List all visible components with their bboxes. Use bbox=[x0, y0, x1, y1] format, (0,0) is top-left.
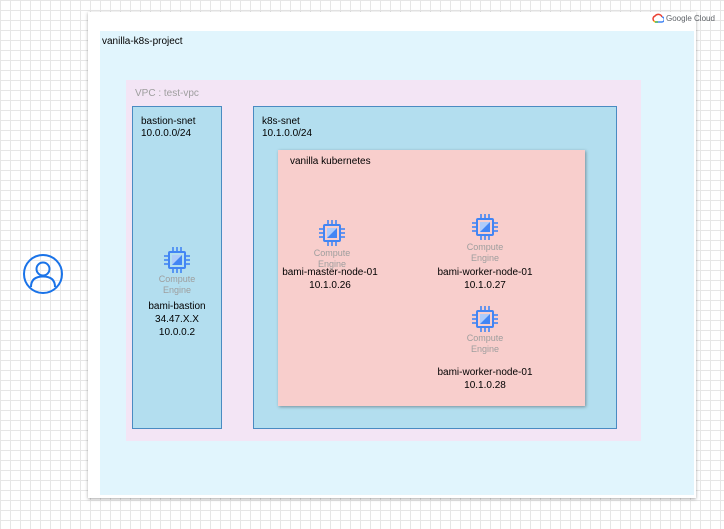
node-ip: 10.1.0.28 bbox=[464, 380, 506, 391]
compute-engine-label-line1: Compute bbox=[158, 274, 196, 284]
node-ip: 10.0.0.2 bbox=[158, 327, 196, 338]
compute-engine-label-line2: Engine bbox=[470, 344, 500, 354]
node-name: bami-worker-node-01 bbox=[437, 267, 533, 278]
bastion-subnet bbox=[132, 106, 222, 429]
compute-engine-icon bbox=[471, 305, 499, 333]
k8s-subnet-name: k8s-snet bbox=[262, 116, 300, 127]
compute-engine-icon bbox=[318, 219, 346, 247]
node-ip: 10.1.0.26 bbox=[309, 280, 351, 291]
node-name: bami-worker-node-01 bbox=[437, 367, 533, 378]
master-node-info: bami-master-node-01 10.1.0.26 bbox=[274, 266, 386, 292]
compute-engine-label: Compute Engine bbox=[292, 248, 372, 270]
node-name: bami-bastion bbox=[148, 301, 206, 312]
node-public-ip: 34.47.X.X bbox=[155, 314, 199, 325]
compute-engine-label-line1: Compute bbox=[313, 248, 351, 258]
compute-engine-label: Compute Engine bbox=[445, 333, 525, 355]
compute-engine-label: Compute Engine bbox=[445, 242, 525, 264]
cluster-label: vanilla kubernetes bbox=[290, 156, 371, 167]
project-label: vanilla-k8s-project bbox=[102, 36, 183, 47]
compute-engine-label-line2: Engine bbox=[317, 259, 347, 269]
compute-engine-icon bbox=[471, 213, 499, 241]
compute-engine-label-line2: Engine bbox=[470, 253, 500, 263]
node-ip: 10.1.0.27 bbox=[464, 280, 506, 291]
compute-engine-label-line1: Compute bbox=[466, 242, 504, 252]
google-cloud-logo: Google Cloud bbox=[652, 11, 715, 25]
compute-engine-label: Compute Engine bbox=[137, 274, 217, 296]
k8s-subnet-cidr: 10.1.0.0/24 bbox=[262, 128, 313, 139]
google-cloud-logo-text: Google Cloud bbox=[666, 13, 715, 23]
kubernetes-cluster bbox=[278, 150, 585, 406]
vpc-label: VPC : test-vpc bbox=[135, 88, 199, 99]
google-cloud-icon bbox=[652, 13, 664, 23]
bastion-subnet-name: bastion-snet bbox=[141, 116, 196, 127]
worker-node-info: bami-worker-node-01 10.1.0.28 bbox=[429, 366, 541, 392]
worker-node-info: bami-worker-node-01 10.1.0.27 bbox=[429, 266, 541, 292]
compute-engine-label-line1: Compute bbox=[466, 333, 504, 343]
user-icon bbox=[23, 254, 63, 294]
compute-engine-label-line2: Engine bbox=[162, 285, 192, 295]
bastion-node-info: bami-bastion 34.47.X.X 10.0.0.2 bbox=[137, 300, 217, 339]
node-name: bami-master-node-01 bbox=[282, 267, 378, 278]
bastion-subnet-cidr: 10.0.0.0/24 bbox=[141, 128, 192, 139]
compute-engine-icon bbox=[163, 246, 191, 274]
